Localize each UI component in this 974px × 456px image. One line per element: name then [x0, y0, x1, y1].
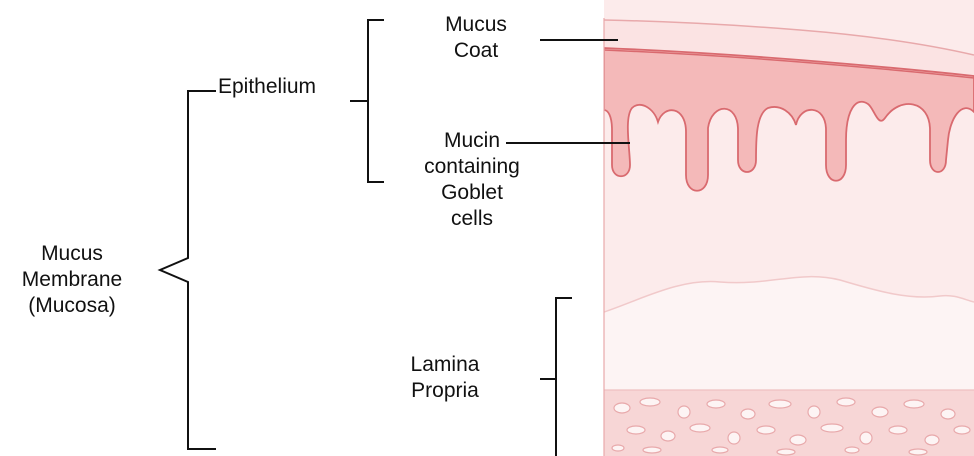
mucosa-label-line: (Mucosa) [16, 293, 128, 319]
mucus-coat-label-line: Mucus [436, 12, 516, 38]
lamina-label-line: Lamina [404, 352, 486, 378]
lamina-label-line: Propria [404, 378, 486, 404]
mucosa-label-line: Membrane [16, 267, 128, 293]
goblet-label-line: cells [408, 206, 536, 232]
epithelium-bracket [368, 20, 384, 182]
lamina-propria-bracket [556, 298, 572, 456]
mucus-coat-label: Mucus Coat [436, 12, 516, 64]
epithelium-label: Epithelium [218, 74, 316, 100]
mucosa-brace [160, 91, 216, 449]
mucosa-label: Mucus Membrane (Mucosa) [16, 241, 128, 319]
goblet-label-line: Goblet [408, 180, 536, 206]
mucosa-label-line: Mucus [16, 241, 128, 267]
goblet-cells-label: Mucin containing Goblet cells [408, 128, 536, 232]
lamina-propria-label: Lamina Propria [404, 352, 486, 404]
goblet-label-line: containing [408, 154, 536, 180]
goblet-label-line: Mucin [408, 128, 536, 154]
mucus-coat-label-line: Coat [436, 38, 516, 64]
